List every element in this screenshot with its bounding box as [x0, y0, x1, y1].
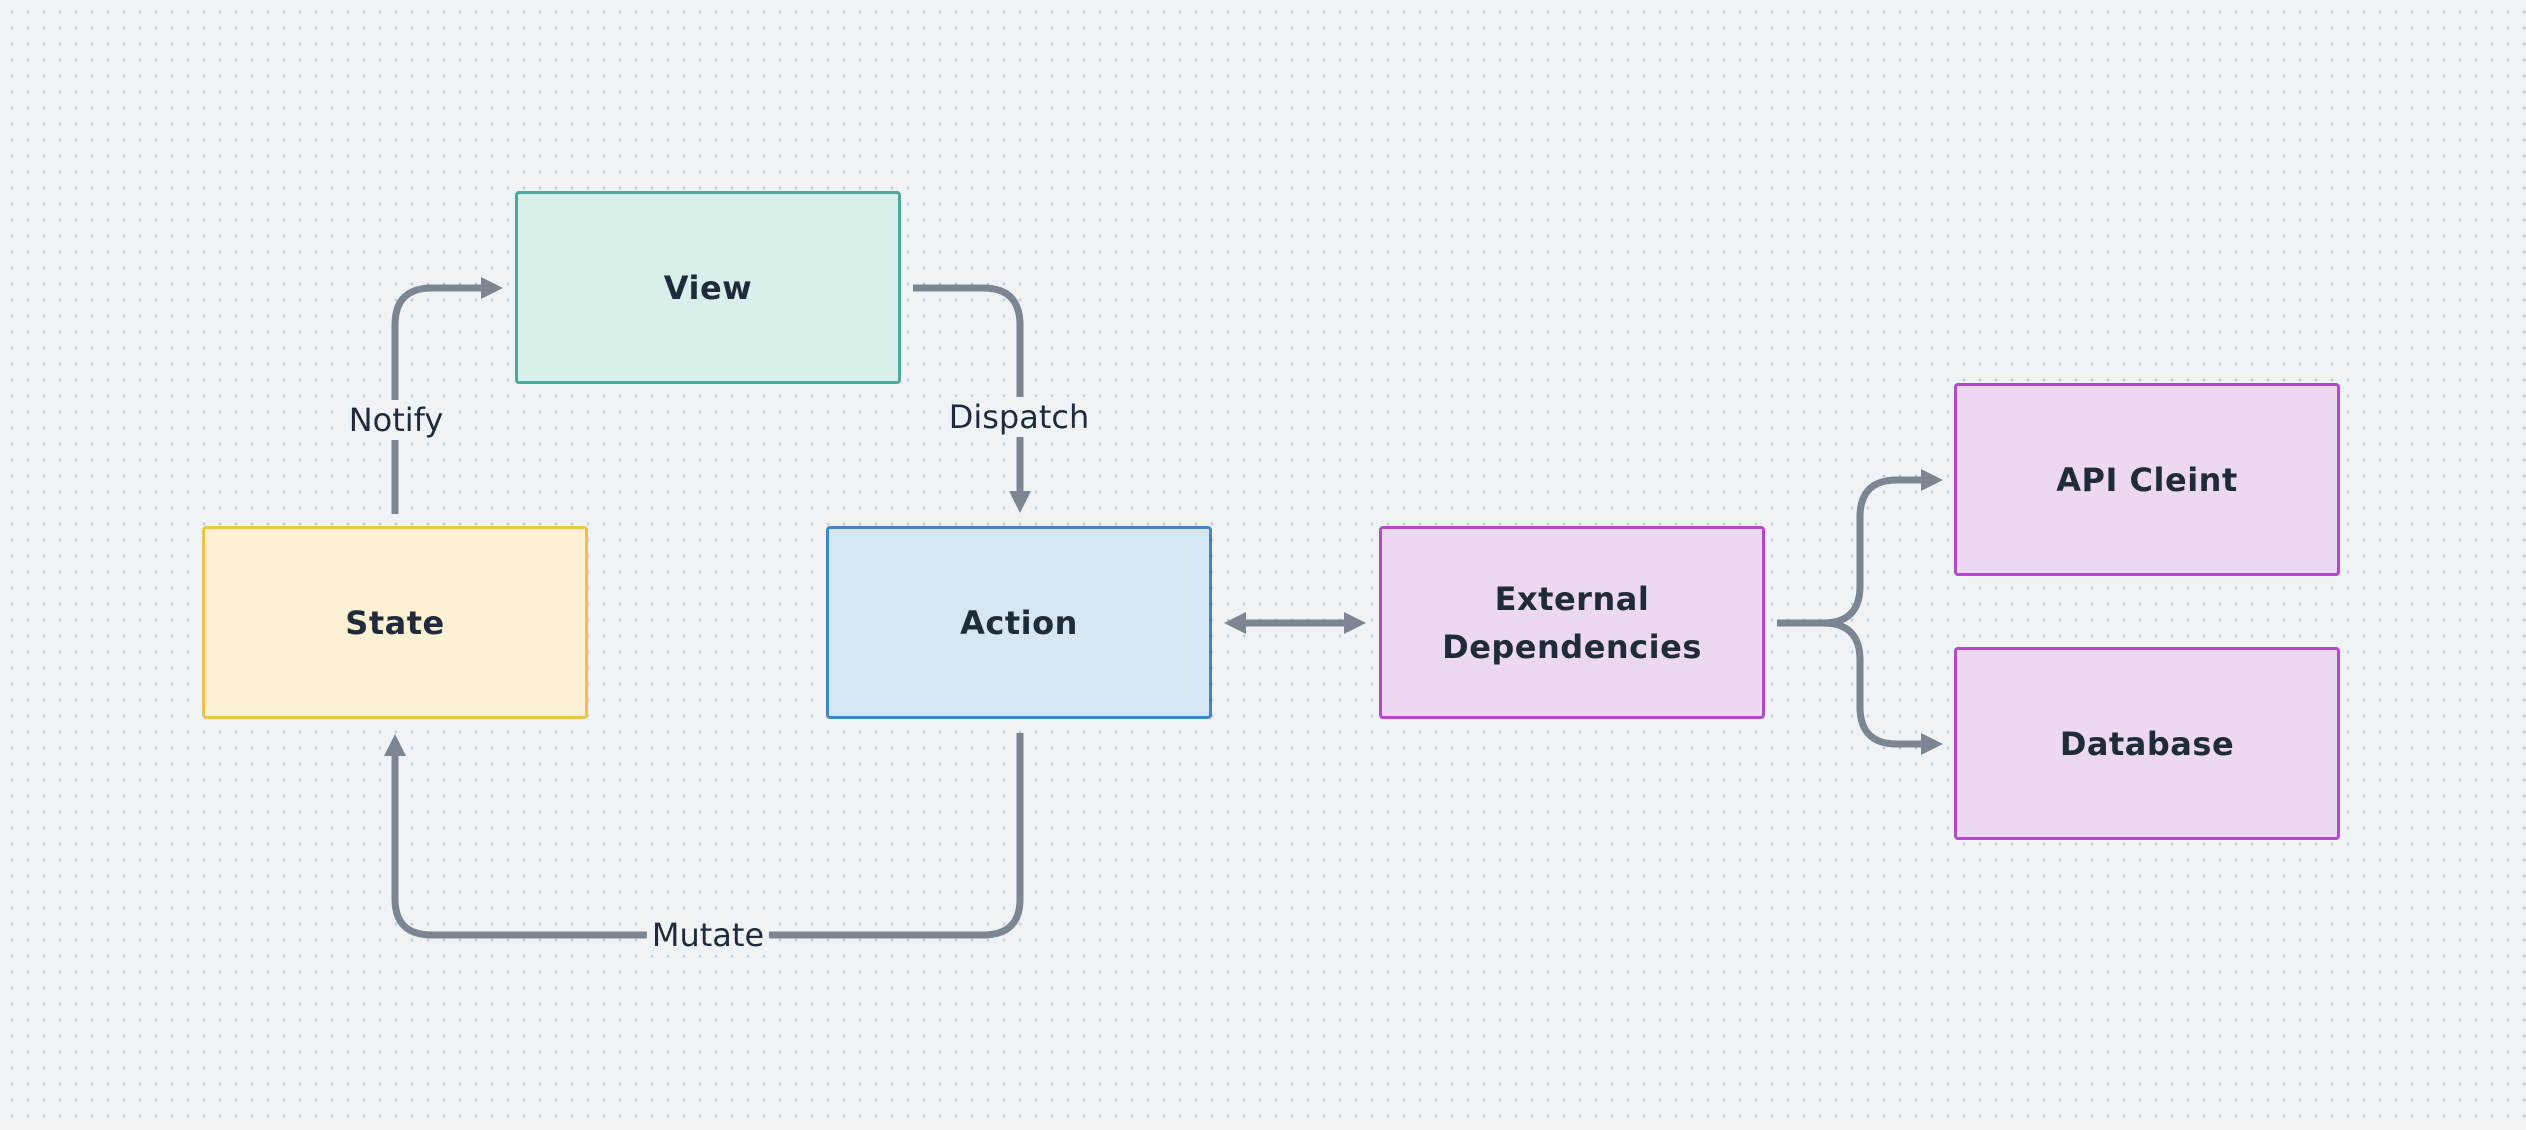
dispatch-arrowhead [1009, 491, 1031, 513]
api-arrowhead [1921, 469, 1943, 491]
external-dependencies-node[interactable]: External Dependencies [1379, 526, 1765, 719]
dispatch-connector[interactable] [913, 284, 1024, 492]
action-node-label: Action [960, 603, 1078, 642]
mutate-edge-label: Mutate [646, 915, 770, 955]
api-client-node-label: API Cleint [2056, 460, 2238, 499]
mutate-arrowhead [384, 734, 406, 756]
dispatch-edge-label: Dispatch [943, 397, 1095, 437]
view-node[interactable]: View [515, 191, 901, 384]
external-side-arrowhead [1344, 612, 1366, 634]
view-node-label: View [663, 268, 753, 307]
notify-connector[interactable] [391, 284, 484, 514]
action-side-arrowhead [1224, 612, 1246, 634]
database-node-label: Database [2059, 724, 2235, 763]
action-node[interactable]: Action [826, 526, 1212, 719]
database-node[interactable]: Database [1954, 647, 2340, 840]
api-client-node[interactable]: API Cleint [1954, 383, 2340, 576]
external-database-connector[interactable] [1777, 619, 1923, 748]
mutate-connector[interactable] [391, 733, 1024, 939]
external-api-connector[interactable] [1777, 476, 1923, 627]
state-node-label: State [345, 603, 445, 642]
state-node[interactable]: State [202, 526, 588, 719]
notify-edge-label: Notify [343, 400, 449, 440]
notify-arrowhead [481, 277, 503, 299]
external-dependencies-node-label: External Dependencies [1442, 579, 1702, 666]
database-arrowhead [1921, 733, 1943, 755]
